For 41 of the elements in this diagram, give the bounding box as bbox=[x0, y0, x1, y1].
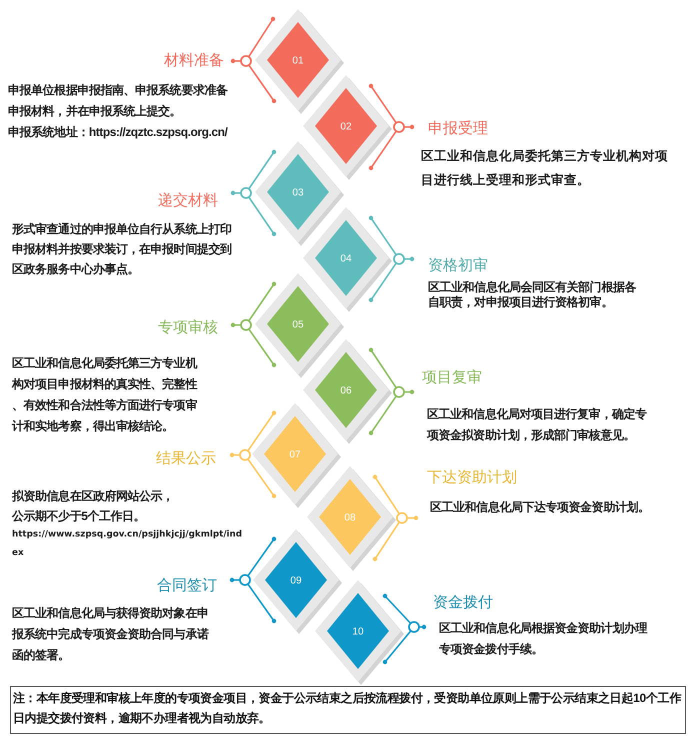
address-text: 申报系统地址：https://zqztc.szpsq.org.cn/ bbox=[8, 124, 228, 140]
step-title: 材料准备 bbox=[164, 52, 224, 70]
step-description: 区工业和信息化局委托第三方专业机构对项目申报材料的真实性、完整性、有效性和合法性等方面进行专项审计和实地考察，得出审核结论。 bbox=[12, 354, 198, 434]
step-diamond bbox=[253, 529, 342, 634]
step-diamond bbox=[315, 580, 404, 685]
step-title: 资格初审 bbox=[428, 257, 488, 275]
step-number: 04 bbox=[340, 252, 352, 264]
step-diamond bbox=[303, 339, 392, 444]
step-description: 区工业和信息化局对项目进行复审，确定专项资金拟资助计划，形成部门审核意见。 bbox=[427, 406, 648, 444]
step-title: 申报受理 bbox=[428, 120, 488, 138]
step-number: 05 bbox=[292, 318, 304, 330]
step-diamond bbox=[303, 207, 392, 312]
step-title: 合同签订 bbox=[157, 577, 217, 595]
step-number: 06 bbox=[340, 384, 352, 396]
step-number: 10 bbox=[352, 626, 364, 636]
step-description: 区工业和信息化局下达专项资金资助计划。 bbox=[430, 499, 650, 516]
step-title: 资金拨付 bbox=[433, 594, 493, 612]
step-description: 区工业和信息化局与获得资助对象在申报系统中完成专项资金资助合同与承诺函的签署。 bbox=[12, 604, 210, 664]
step-title: 项目复审 bbox=[422, 369, 482, 387]
step-description: 区工业和信息化局根据资金资助计划办理专项资金拨付手续。 bbox=[439, 620, 648, 658]
step-description: 区工业和信息化局委托第三方专业机构对项目进行线上受理和形式审查。 bbox=[421, 148, 669, 189]
step-diamond bbox=[303, 75, 392, 180]
step-title: 递交材料 bbox=[158, 192, 218, 210]
step-number: 02 bbox=[340, 120, 352, 132]
note-box bbox=[10, 686, 686, 734]
step-number: 09 bbox=[290, 574, 302, 586]
step-title: 专项审核 bbox=[158, 319, 218, 337]
step-description: 拟资助信息在区政府网站公示，公示期不少于5个工作日。 bbox=[12, 488, 175, 525]
step-description: 申报单位根据申报指南、申报系统要求准备申报材料，并在申报系统上提交。 bbox=[8, 82, 229, 120]
note-text: 注：本年度受理和审核上年度的专项资金项目，资金于公示结束之后按流程拨付，受资助单位原则上需于公示结束之日起10个工作日内提交拨付资料，逾期不办理者视为自动放弃。 bbox=[12, 690, 682, 727]
step-diamond bbox=[252, 403, 341, 508]
step-number: 08 bbox=[344, 512, 356, 522]
step-title: 下达资助计划 bbox=[427, 469, 517, 487]
website-url: https://www.szpsq.gov.cn/psjjhkjcjj/gkmlpt/index bbox=[12, 528, 243, 559]
step-diamond bbox=[307, 466, 396, 571]
step-description: 区工业和信息化局会同区有关部门根据各自职责，对申报项目进行资格初审。 bbox=[428, 280, 638, 310]
step-title: 结果公示 bbox=[156, 450, 216, 468]
step-number: 07 bbox=[289, 448, 301, 460]
step-number: 01 bbox=[292, 54, 304, 66]
step-description: 形式审查通过的申报单位自行从系统上打印申报材料并按要求装订，在申报时间提交到区政务服务中心办事点。 bbox=[12, 221, 232, 278]
step-number: 03 bbox=[292, 186, 304, 198]
